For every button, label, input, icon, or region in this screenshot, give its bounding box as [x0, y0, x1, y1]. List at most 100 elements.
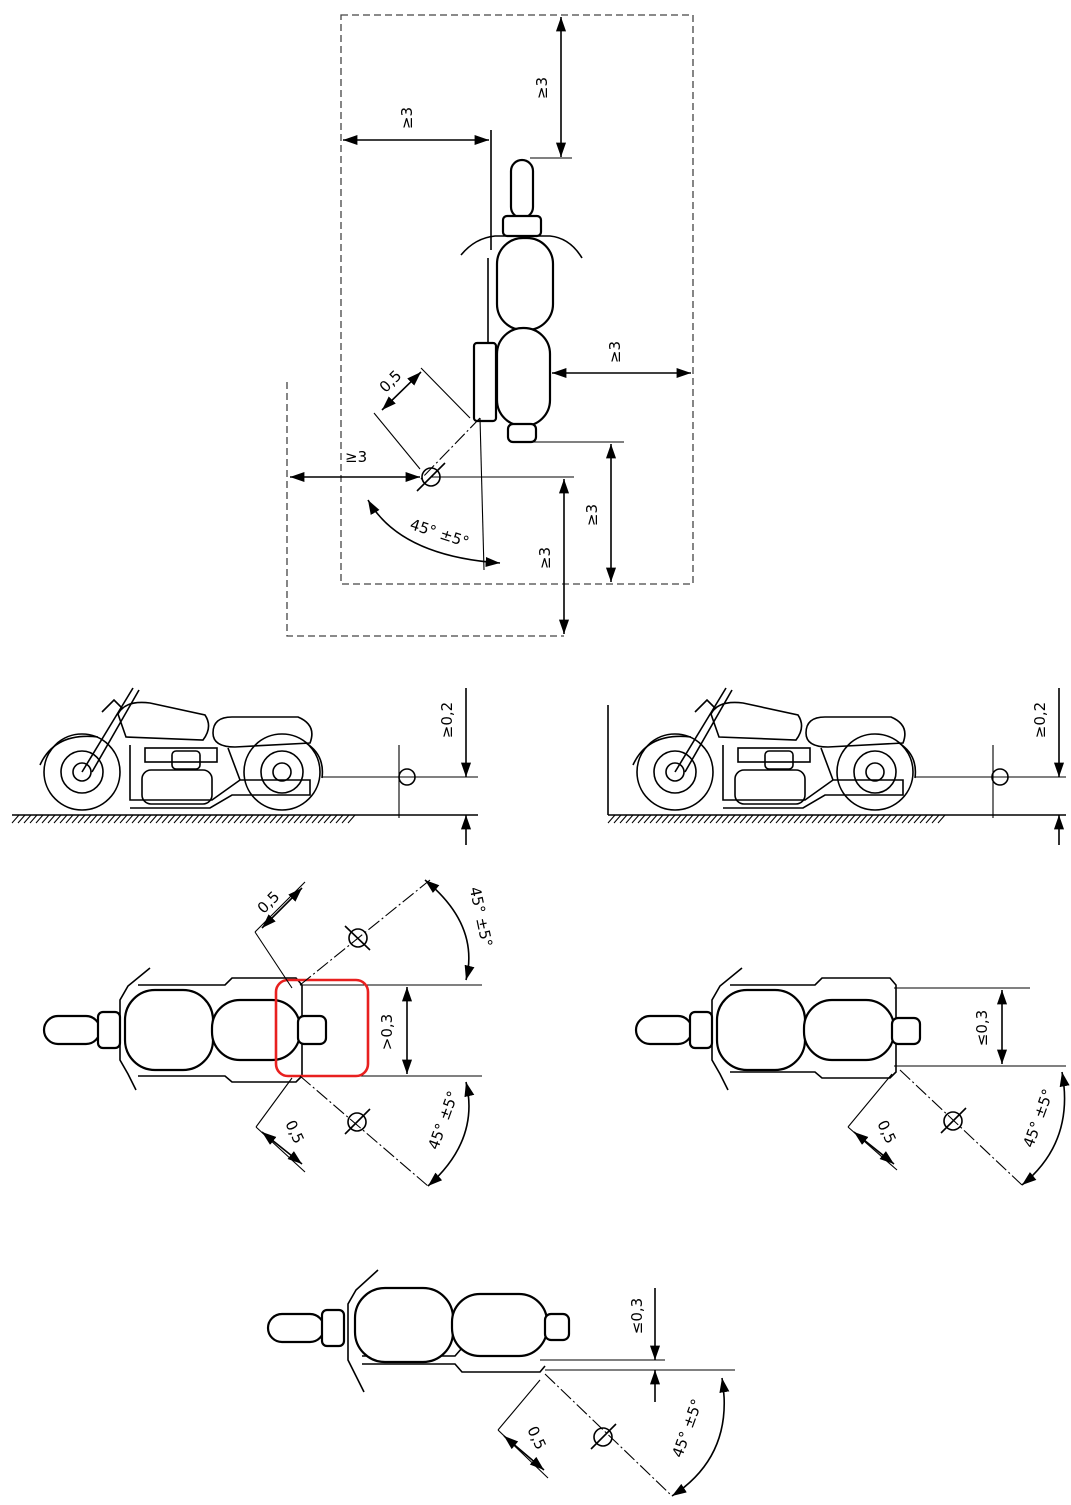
hatch-line: [763, 814, 772, 824]
hatch-line: [661, 814, 670, 824]
hatch-line: [751, 814, 760, 824]
hatch-line: [161, 814, 170, 824]
hatch-line: [709, 814, 718, 824]
motorcycle-top-view: [634, 967, 922, 1091]
hatch-line: [721, 814, 730, 824]
lamp-symbol: [398, 768, 416, 786]
angle-label-upper: 45° ±5°: [466, 885, 496, 948]
hatch-line: [155, 814, 164, 824]
hatch-line: [299, 814, 308, 824]
hatch-line: [239, 814, 248, 824]
angle-label-top: 45° ±5°: [408, 515, 472, 551]
hatch-line: [101, 814, 110, 824]
hatch-line: [305, 814, 314, 824]
hatch-line: [347, 814, 356, 824]
dim-label-lamp-rear: ≥3: [536, 547, 554, 569]
angle-label-bottom: 45° ±5°: [668, 1397, 706, 1460]
hatch-line: [781, 814, 790, 824]
outer-clearance-zone-outline: [286, 382, 564, 637]
hatch-line: [637, 814, 646, 824]
hatch-line: [883, 814, 892, 824]
hatch-line: [215, 814, 224, 824]
hatch-line: [793, 814, 802, 824]
hatch-line: [889, 814, 898, 824]
lamp-symbol: [593, 1427, 613, 1447]
top-plan-view: ≥3 ≥3 ≥3 ≥3 0,5 ≥3 ≥3 45° ±5°: [286, 14, 694, 637]
hatch-line: [323, 814, 332, 824]
dim-label-0-5-upper: 0,5: [254, 888, 284, 918]
hatch-line: [65, 814, 74, 824]
dim-label-0-5-right: 0,5: [873, 1117, 899, 1146]
hatch-line: [901, 814, 910, 824]
hatch-line: [113, 814, 122, 824]
hatch-line: [853, 814, 862, 824]
dim-label-right: ≥3: [606, 341, 624, 363]
hatch-line: [865, 814, 874, 824]
hatch-line: [191, 814, 200, 824]
hatch-line: [715, 814, 724, 824]
side-view-right: ≥0,2: [607, 687, 1066, 845]
hatch-line: [811, 814, 820, 824]
hatch-line: [607, 814, 616, 824]
hatch-line: [269, 814, 278, 824]
hatch-line: [841, 814, 850, 824]
hatch-line: [125, 814, 134, 824]
dim-label-0-5-lower: 0,5: [281, 1117, 307, 1146]
hatch-line: [233, 814, 242, 824]
ground-hatch-left: [11, 814, 356, 824]
highlight-box: [274, 978, 370, 1078]
hatch-line: [829, 814, 838, 824]
lamp-symbol: [991, 768, 1009, 786]
hatch-line: [185, 814, 194, 824]
hatch-line: [11, 814, 20, 824]
dim-label-0-5-bottom: 0,5: [523, 1423, 549, 1452]
hatch-line: [35, 814, 44, 824]
hatch-line: [281, 814, 290, 824]
hatch-line: [53, 814, 62, 824]
hatch-line: [895, 814, 904, 824]
hatch-line: [775, 814, 784, 824]
dim-label-height-left: ≥0,2: [438, 702, 456, 738]
hatch-line: [83, 814, 92, 824]
hatch-line: [757, 814, 766, 824]
side-view-left: ≥0,2: [11, 687, 478, 845]
hatch-line: [613, 814, 622, 824]
hatch-line: [625, 814, 634, 824]
hatch-line: [17, 814, 26, 824]
hatch-line: [167, 814, 176, 824]
dim-label-separation-bottom: ≤0,3: [628, 1298, 646, 1334]
hatch-line: [197, 814, 206, 824]
hatch-line: [41, 814, 50, 824]
hatch-line: [649, 814, 658, 824]
dim-label-height-right: ≥0,2: [1031, 702, 1049, 738]
hatch-line: [913, 814, 922, 824]
dim-label-rear: ≥3: [583, 504, 601, 526]
hatch-line: [107, 814, 116, 824]
hatch-line: [209, 814, 218, 824]
plan-view-bottom: ≤0,3 0,5 45° ±5°: [266, 1269, 735, 1497]
hatch-line: [799, 814, 808, 824]
hatch-line: [769, 814, 778, 824]
hatch-line: [143, 814, 152, 824]
clearance-zone-outline: [340, 14, 694, 585]
hatch-line: [227, 814, 236, 824]
hatch-line: [859, 814, 868, 824]
hatch-line: [703, 814, 712, 824]
hatch-line: [919, 814, 928, 824]
hatch-line: [787, 814, 796, 824]
hatch-line: [263, 814, 272, 824]
dim-label-top: ≥3: [533, 77, 551, 99]
dim-label-separation-min: >0,3: [378, 1014, 396, 1050]
hatch-line: [203, 814, 212, 824]
hatch-line: [59, 814, 68, 824]
hatch-line: [293, 814, 302, 824]
hatch-line: [275, 814, 284, 824]
dim-label-separation-max: ≤0,3: [973, 1010, 991, 1046]
hatch-line: [823, 814, 832, 824]
hatch-line: [907, 814, 916, 824]
hatch-line: [335, 814, 344, 824]
ground-hatch-right: [607, 814, 946, 824]
hatch-line: [739, 814, 748, 824]
hatch-line: [329, 814, 338, 824]
hatch-line: [71, 814, 80, 824]
